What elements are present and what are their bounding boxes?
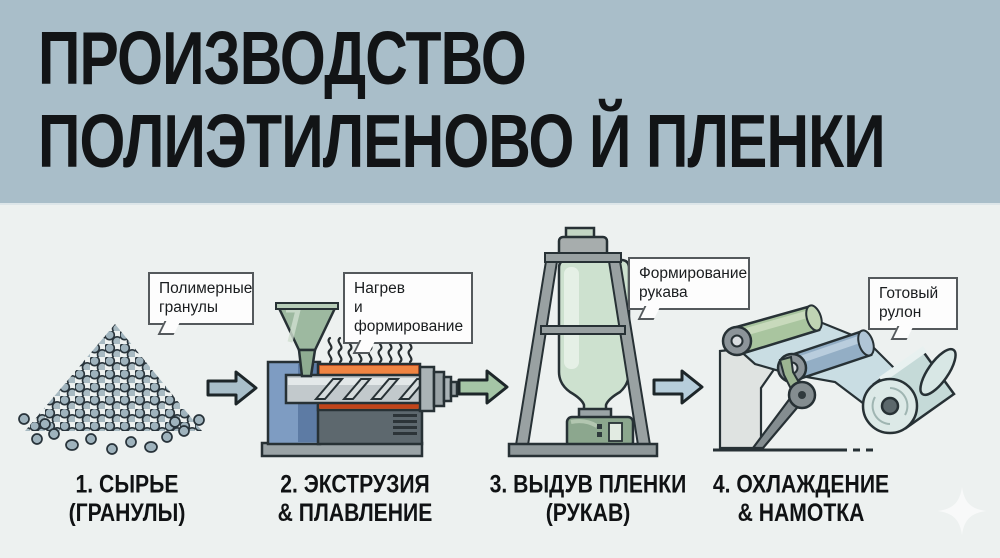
callout-text: и формирование [354, 299, 464, 335]
caption-line: (ГРАНУЛЫ) [68, 498, 186, 527]
page-title-line1: ПРОИЗВОДСТВО [38, 16, 527, 101]
caption-line: 3. ВЫДУВ ПЛЕНКИ [489, 470, 687, 498]
page-title: ПРОИЗВОДСТВО ПОЛИЭТИЛЕНОВО Й ПЛЕНКИ [38, 16, 886, 184]
caption-stage-3: 3. ВЫДУВ ПЛЕНКИ (РУКАВ) [485, 470, 692, 527]
callout-sleeve-forming: Формирование рукава [628, 257, 750, 320]
extruder-illustration [260, 302, 459, 458]
flow-arrow-2 [457, 369, 509, 405]
callout-text: рулон [879, 304, 922, 321]
callout-text: Нагрев [354, 280, 405, 297]
caption-line: 2. ЭКСТРУЗИЯ [280, 470, 430, 498]
callout-finished-roll: Готовый рулон [868, 277, 958, 340]
flow-arrow-3 [652, 369, 704, 405]
caption-line: & НАМОТКА [737, 498, 865, 527]
caption-line: & ПЛАВЛЕНИЕ [277, 498, 433, 527]
caption-stage-1: 1. СЫРЬЕ (ГРАНУЛЫ) [24, 470, 231, 527]
callout-polymer-granules: Полимерные гранулы [148, 272, 254, 335]
sparkle-icon [938, 487, 986, 535]
granule-pile-illustration [18, 324, 205, 455]
caption-line: 1. СЫРЬЕ [75, 470, 179, 498]
header-banner: ПРОИЗВОДСТВО ПОЛИЭТИЛЕНОВО Й ПЛЕНКИ [0, 0, 1000, 205]
page-title-line2: ПОЛИЭТИЛЕНОВО Й ПЛЕНКИ [38, 99, 886, 184]
callout-text: Полимерные [159, 280, 253, 297]
caption-stage-4: 4. ОХЛАЖДЕНИЕ & НАМОТКА [698, 470, 905, 527]
caption-stage-2: 2. ЭКСТРУЗИЯ & ПЛАВЛЕНИЕ [252, 470, 459, 527]
cooling-winding-illustration [713, 304, 957, 452]
callout-text: Формирование [639, 265, 748, 282]
callout-heating-forming: Нагрев и формирование [343, 272, 473, 354]
caption-line: 4. ОХЛАЖДЕНИЕ [712, 470, 890, 498]
callout-text: рукава [639, 284, 688, 301]
callout-text: Готовый [879, 285, 939, 302]
caption-line: (РУКАВ) [545, 498, 631, 527]
callout-text: гранулы [159, 299, 219, 316]
flow-arrow-1 [206, 370, 258, 406]
blown-film-tower-illustration [507, 226, 659, 458]
